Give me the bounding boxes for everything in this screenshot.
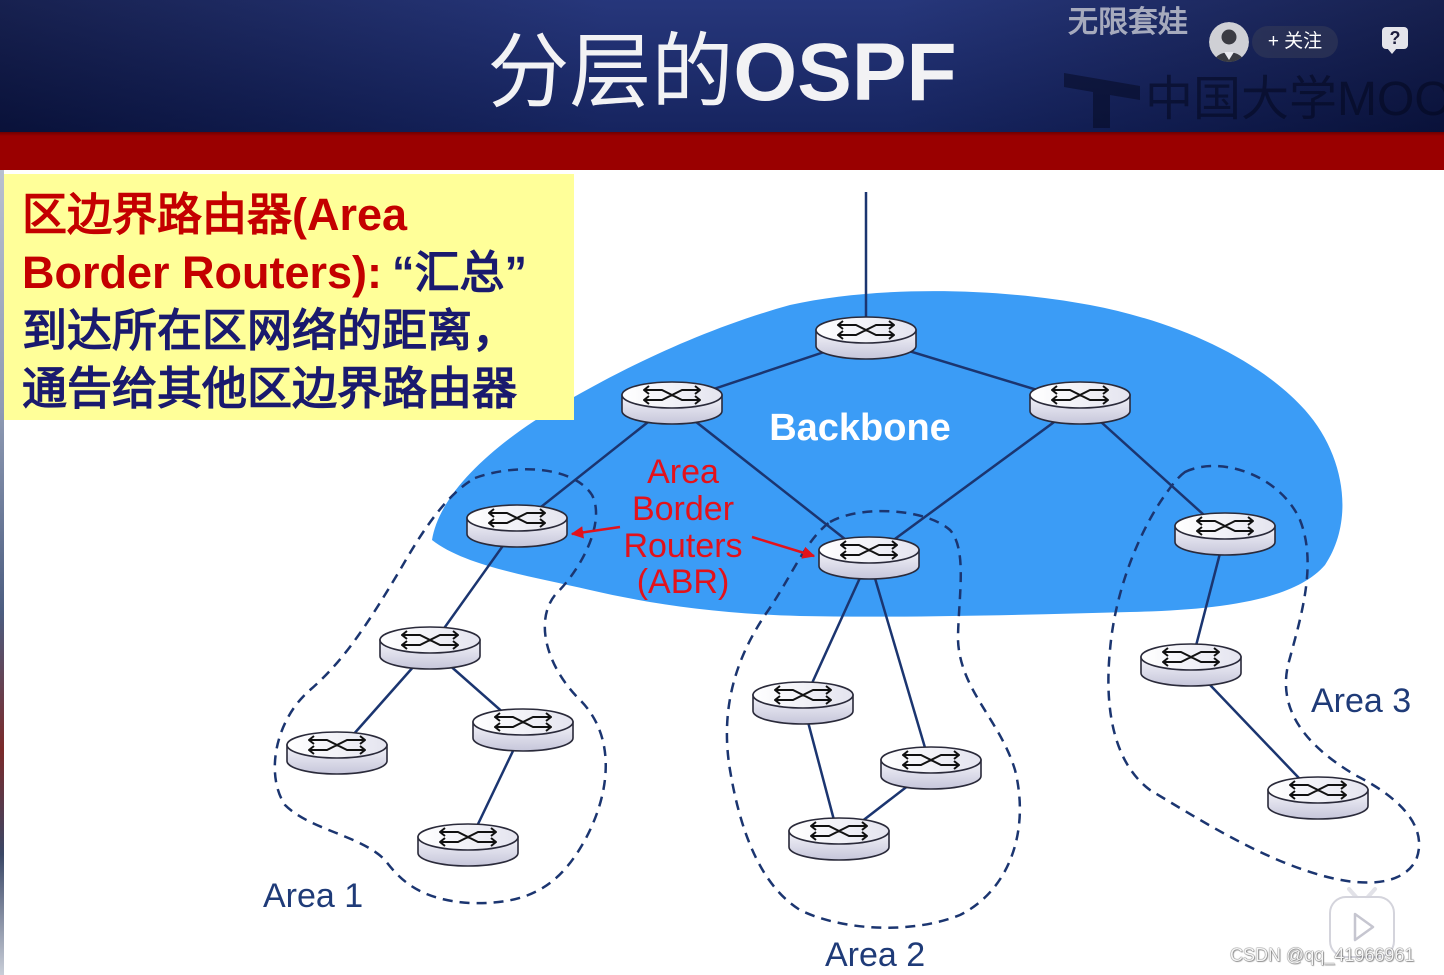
backbone-region [432,291,1343,617]
links [336,192,1319,846]
router-icon-area1-c [472,708,574,752]
note-line-1: 区边界路由器(Area [22,189,408,240]
help-icon[interactable]: ? [1382,27,1408,54]
note-quote: “汇总” [392,247,528,298]
router-icon-area1-d [417,823,519,867]
area-3-boundary [1107,464,1421,884]
slide-header-red-band [0,132,1444,170]
area-2-boundary [725,509,1022,929]
abr-label-line-1: Area [647,453,719,491]
link-area2-abr-a [801,557,871,704]
note-term: Border Routers): [22,247,383,298]
backbone-label: Backbone [769,407,951,449]
router-icon-abr-area2 [818,536,920,580]
uploader-name[interactable]: 无限套娃 [1068,6,1188,39]
slide-title-ospf: OSPF [733,27,957,118]
abr-label: Area Border Routers (ABR) [623,453,742,601]
link-area3-a-b [1190,664,1319,799]
csdn-watermark: CSDN @qq_41966961 [1230,945,1415,965]
router-icon-abr-area1 [466,504,568,548]
slide-title-cjk: 分层的 [487,27,734,118]
link-backbone-left-abr1 [516,402,673,527]
play-icon[interactable] [1327,886,1397,960]
router-icon-area2-a [752,681,854,725]
avatar-image [1209,22,1249,62]
avatar[interactable] [1209,22,1249,62]
router-icon-area3-b [1267,776,1369,820]
link-backbone-right-abr2 [868,401,1081,560]
abr-label-line-4: (ABR) [637,563,730,601]
router-icon-backbone-left [621,381,723,425]
router-icon-backbone-top [815,316,917,360]
link-area3-abr-a [1189,533,1227,666]
abr-arrow-area2 [751,535,816,559]
link-backbone-right-abr3 [1079,402,1226,535]
slide-header-banner [0,0,1444,132]
router-icon-area2-b [880,746,982,790]
abr-summary-note: 区边界路由器(Area Border Routers):“汇总” 到达所在区网络… [4,174,574,420]
abr-label-line-3: Routers [623,527,742,565]
note-line-3: 到达所在区网络的距离， [22,305,518,356]
area-2-label: Area 2 [825,936,925,974]
mooc-logo-icon [1064,73,1140,128]
abr-label-line-2: Border [632,490,734,528]
router-icon-backbone-right [1029,381,1131,425]
area-1-label: Area 1 [263,877,363,915]
note-line-4: 通告给其他区边界路由器 [22,363,518,414]
abr-arrow-area1 [570,525,621,539]
link-area2-a-c [801,702,841,840]
router-icon-area1-b [286,731,388,775]
note-line-2: Border Routers):“汇总” [22,244,574,302]
left-edge-strip [0,170,4,975]
router-icon-abr-area3 [1174,512,1276,556]
router-icon-area1-a [379,626,481,670]
follow-button[interactable]: + 关注 [1252,26,1338,58]
mooc-logo-text: 中国大学MOOC [1145,73,1444,126]
router-icon-area3-a [1140,643,1242,687]
router-icon-area2-c [788,817,890,861]
link-backbone-left-abr2 [671,402,870,559]
slide-title: 分层的OSPF [0,28,1444,118]
area-1-boundary [273,468,607,905]
area-3-label: Area 3 [1311,682,1411,720]
link-area2-abr-b [867,557,933,769]
